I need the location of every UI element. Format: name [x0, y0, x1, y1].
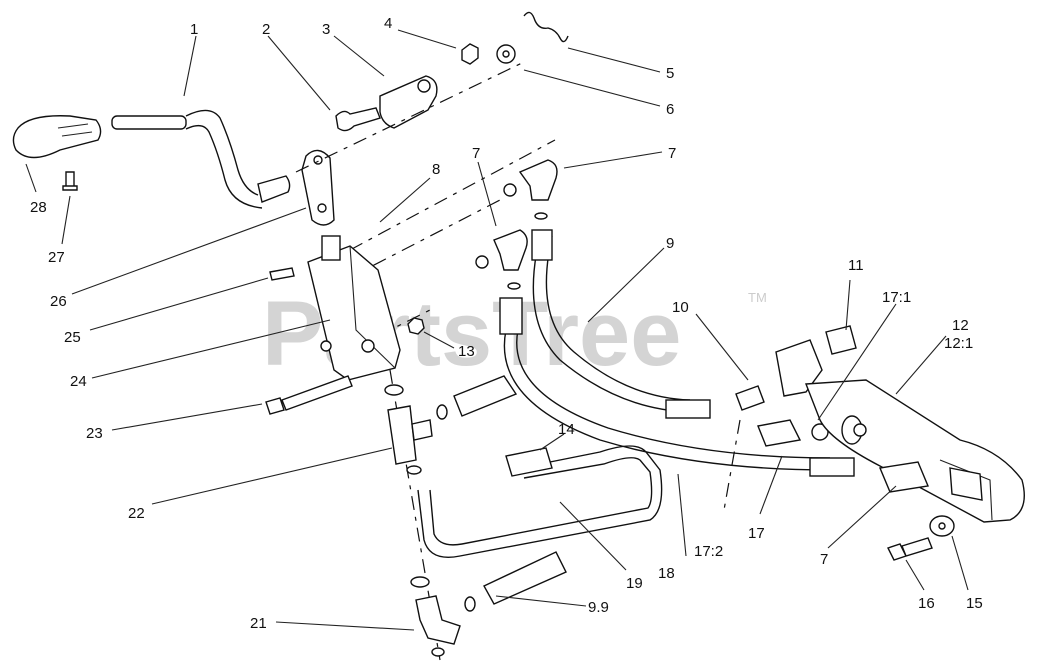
- hydraulic-cylinder: [805, 379, 1025, 523]
- cylinder-clevis: [775, 339, 823, 397]
- parts-artwork: [12, 11, 1025, 661]
- clip-bracket: [825, 325, 857, 355]
- callout-14: 14: [558, 421, 575, 438]
- straight-fitting-17: [757, 419, 802, 447]
- callout-8: 8: [432, 161, 440, 178]
- callout-11: 11: [848, 257, 864, 274]
- callout-19: 19: [626, 575, 643, 592]
- callout-18: 18: [658, 565, 675, 582]
- callout-7-right: 7: [668, 145, 676, 162]
- callout-10: 10: [672, 299, 689, 316]
- hex-bolt: [887, 537, 933, 561]
- hydraulic-hose-18: [503, 329, 831, 471]
- callout-28: 28: [30, 199, 47, 216]
- callout-1: 1: [190, 21, 198, 38]
- callout-5: 5: [666, 65, 674, 82]
- callout-15: 15: [966, 595, 983, 612]
- clevis-pin: [335, 107, 381, 132]
- hex-nut: [461, 43, 479, 65]
- callout-7-lower: 7: [820, 551, 828, 568]
- callout-7-left: 7: [472, 145, 480, 162]
- hairpin-clip: [523, 11, 569, 43]
- callout-4: 4: [384, 15, 392, 32]
- callout-17: 17: [748, 525, 765, 542]
- callout-labels: 1 2 3 4 5 6 7 7 7 8 9 10 11 12 12:1 13 1…: [30, 15, 983, 632]
- tee-fitting: [387, 405, 417, 465]
- callout-25: 25: [64, 329, 81, 346]
- elbow-fitting-upper: [518, 159, 558, 201]
- callout-13: 13: [458, 343, 475, 360]
- callout-21: 21: [250, 615, 267, 632]
- callout-27: 27: [48, 249, 65, 266]
- straight-fitting-lower: [879, 461, 929, 493]
- control-valve: [307, 235, 401, 381]
- control-knob: [12, 115, 102, 159]
- callout-23: 23: [86, 425, 103, 442]
- hydraulic-tube-19: [417, 445, 663, 558]
- hydraulic-hose-9: [532, 235, 691, 413]
- elbow-fitting-mid: [493, 229, 528, 271]
- callout-9: 9: [666, 235, 674, 252]
- callout-16: 16: [918, 595, 935, 612]
- callout-12: 12: [952, 317, 969, 334]
- callout-3: 3: [322, 21, 330, 38]
- callout-17-1: 17:1: [882, 289, 911, 306]
- bushing: [735, 385, 765, 411]
- callout-17-2: 17:2: [694, 543, 723, 560]
- watermark-trademark: TM: [748, 290, 767, 305]
- hose-fitting-lower: [483, 551, 567, 605]
- elbow-fitting-lower: [415, 595, 461, 645]
- lock-nut: [407, 317, 425, 335]
- callout-6: 6: [666, 101, 674, 118]
- long-bolt: [265, 375, 353, 415]
- leader-lines: [25, 29, 969, 631]
- rivet: [62, 171, 78, 191]
- callout-2: 2: [262, 21, 270, 38]
- screw: [269, 267, 295, 281]
- hose-fitting-upper: [453, 375, 518, 417]
- callout-12-1: 12:1: [944, 335, 973, 352]
- control-lever: [111, 109, 291, 209]
- callout-26: 26: [50, 293, 67, 310]
- callout-9-9: 9.9: [588, 599, 609, 616]
- callout-22: 22: [128, 505, 145, 522]
- callout-24: 24: [70, 373, 87, 390]
